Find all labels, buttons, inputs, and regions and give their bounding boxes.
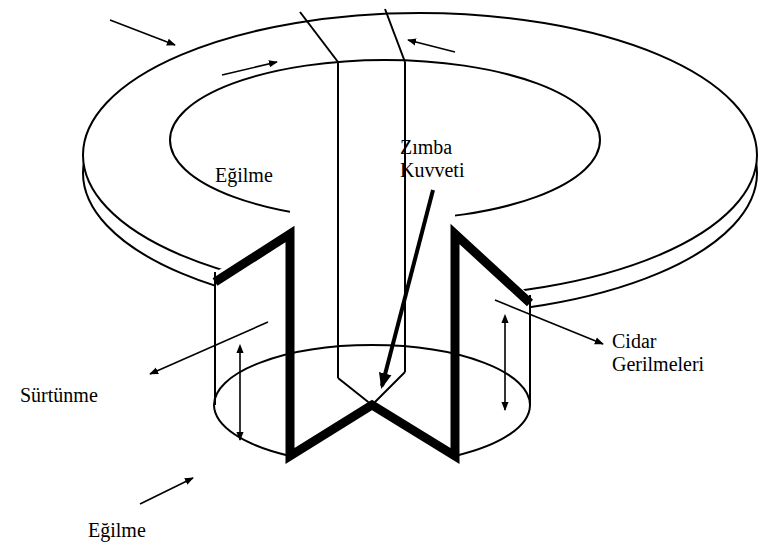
outer-wall-line — [529, 295, 531, 405]
part-label: Eğilme — [88, 519, 146, 542]
back-wall-line — [372, 372, 405, 405]
part-label: Cidar Gerilmeleri — [612, 330, 730, 376]
section-line — [385, 9, 405, 62]
leader-arrow — [150, 322, 268, 374]
punch-force-arrow — [382, 190, 433, 386]
back-wall-line — [337, 62, 339, 378]
cup-bottom-back — [214, 345, 530, 405]
flange-arrow — [222, 62, 277, 75]
leader-arrow — [495, 300, 603, 344]
wall-stress-arrow — [504, 322, 506, 410]
force-arrows — [110, 20, 603, 504]
part-label: Eğilme — [215, 164, 273, 187]
wall-stress-arrow — [239, 352, 241, 440]
cup-bottom-front — [455, 405, 530, 456]
leader-arrow — [140, 478, 193, 504]
part-label: Zımba Kuvveti — [400, 136, 492, 182]
section-line — [300, 12, 338, 62]
cup-body — [214, 9, 530, 456]
back-wall-line — [338, 378, 372, 405]
back-wall-line — [404, 62, 406, 372]
blank-hole — [170, 60, 600, 220]
part-label: Sürtünme — [20, 384, 98, 407]
wall-section — [215, 234, 530, 456]
flange-arrow — [110, 20, 175, 45]
flange-arrow — [408, 40, 455, 52]
outer-wall-line — [214, 272, 216, 405]
cup-bottom-front — [214, 405, 290, 456]
cup-section — [215, 234, 530, 456]
